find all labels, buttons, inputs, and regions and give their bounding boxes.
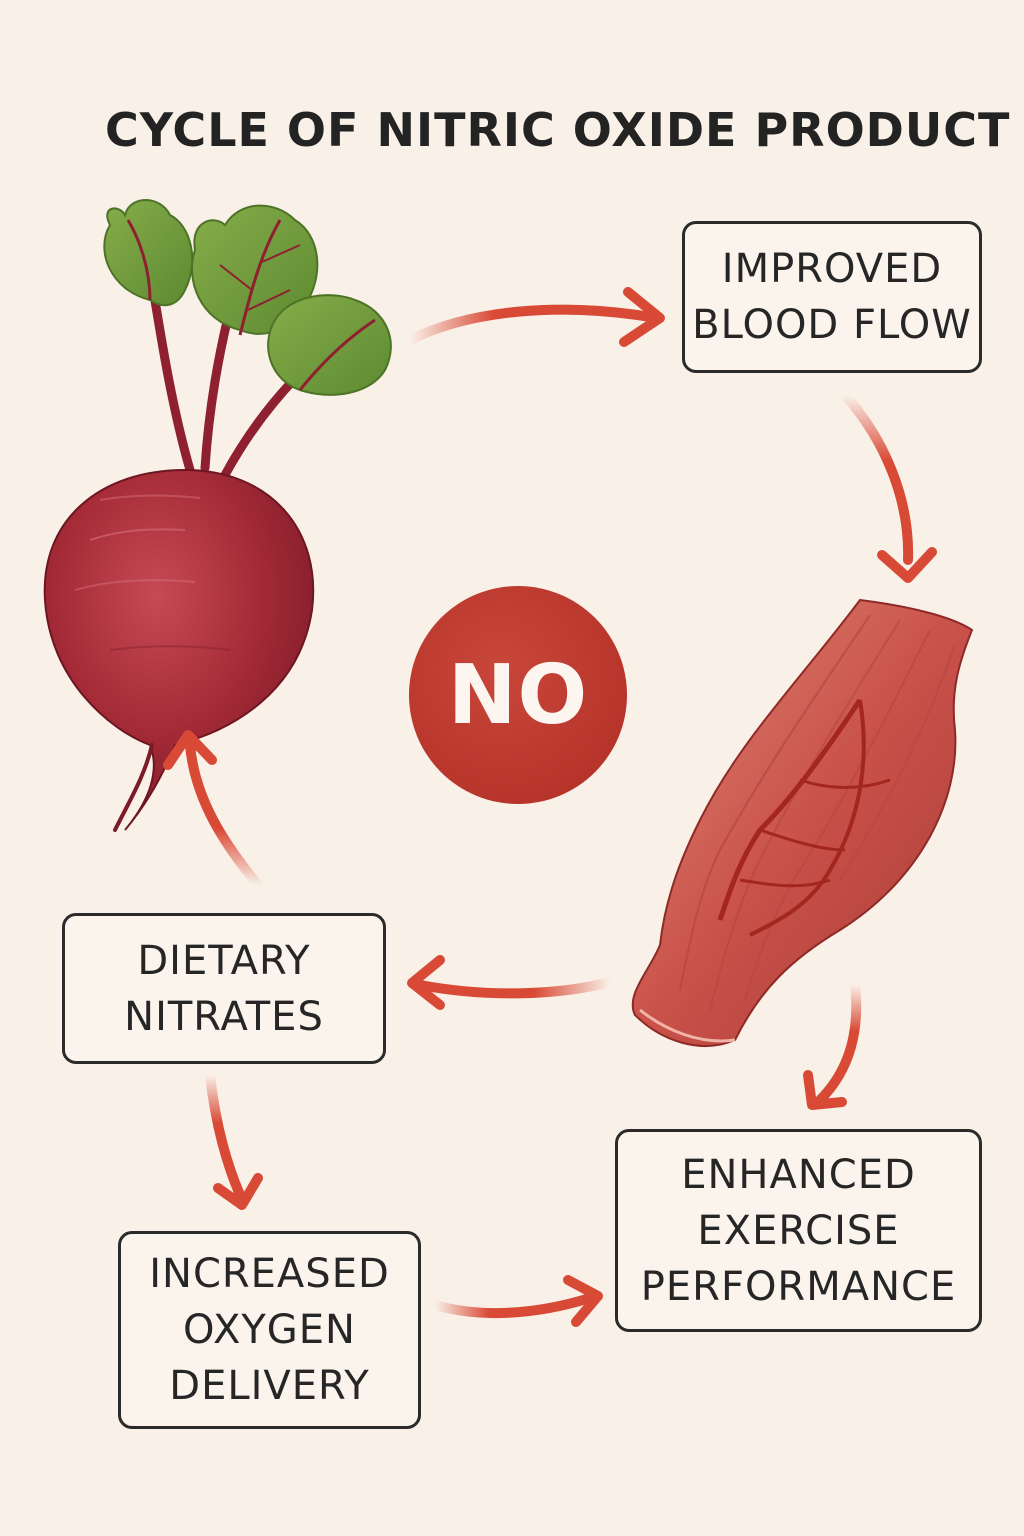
box-text-line: DIETARY	[137, 937, 311, 984]
enhanced-exercise-performance-box: ENHANCED EXERCISE PERFORMANCE	[615, 1129, 982, 1332]
arrow-muscle-to-nitrates	[407, 955, 615, 1010]
arrow-blood-flow-to-muscle	[840, 390, 937, 583]
box-text-line: EXERCISE	[697, 1207, 900, 1254]
diagram-title: CYCLE OF NITRIC OXIDE PRODUCT	[105, 103, 1011, 157]
box-text-line: NITRATES	[124, 993, 324, 1040]
arrow-nitrates-to-oxygen	[205, 1070, 263, 1210]
improved-blood-flow-box: IMPROVED BLOOD FLOW	[682, 221, 982, 373]
dietary-nitrates-box: DIETARY NITRATES	[62, 913, 386, 1064]
box-text-line: BLOOD FLOW	[692, 302, 972, 348]
arrow-oxygen-to-exercise	[430, 1275, 603, 1327]
increased-oxygen-delivery-box: INCREASED OXYGEN DELIVERY	[118, 1231, 421, 1429]
nitric-oxide-label: NO	[447, 647, 589, 743]
box-text-line: PERFORMANCE	[640, 1263, 957, 1310]
beetroot-illustration	[43, 199, 392, 832]
box-text-line: INCREASED	[149, 1251, 390, 1297]
arrow-beet-to-blood-flow	[405, 287, 665, 347]
arrow-muscle-to-exercise	[803, 980, 862, 1110]
muscle-illustration	[631, 598, 974, 1047]
box-text-line: OXYGEN	[183, 1307, 356, 1353]
box-text-line: IMPROVED	[721, 246, 943, 292]
box-text-line: ENHANCED	[681, 1151, 916, 1198]
box-text-line: DELIVERY	[169, 1363, 370, 1409]
nitric-oxide-badge: NO	[409, 586, 627, 804]
arrow-nitrates-to-beet	[163, 730, 263, 890]
